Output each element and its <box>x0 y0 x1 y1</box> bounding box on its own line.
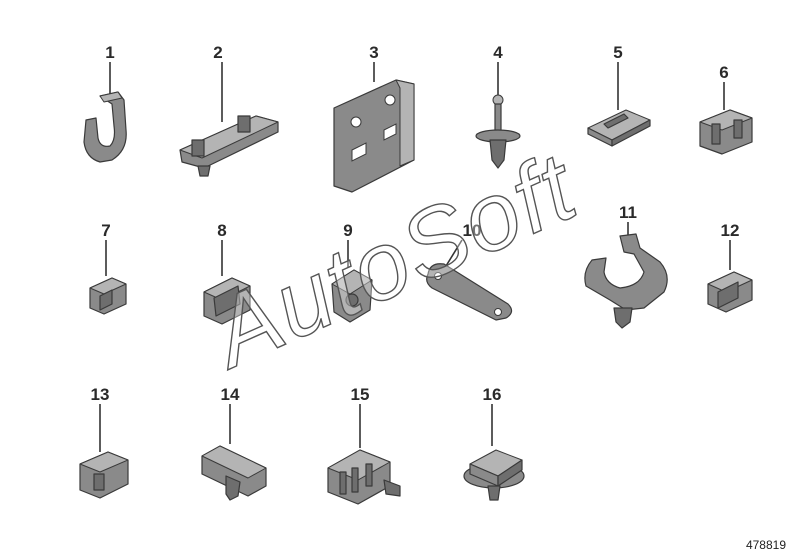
part-label-9: 9 <box>343 221 352 240</box>
part-label-4: 4 <box>493 43 503 62</box>
part-14-rail-clip: 14 <box>201 385 267 501</box>
document-id: 478819 <box>745 538 786 552</box>
part-15-ribbed-clip: 15 <box>327 385 401 505</box>
part-7-small-clip: 7 <box>89 221 127 315</box>
part-label-2: 2 <box>213 43 222 62</box>
part-4-push-pin: 4 <box>475 43 521 169</box>
part-9-clamp: 9 <box>331 221 373 323</box>
part-10-strap: 10 <box>426 221 513 321</box>
part-label-13: 13 <box>91 385 110 404</box>
part-13-base-clip: 13 <box>79 385 129 499</box>
part-5-flat-clip: 5 <box>587 43 651 147</box>
part-label-1: 1 <box>105 43 114 62</box>
part-label-12: 12 <box>721 221 740 240</box>
part-label-6: 6 <box>719 63 728 82</box>
part-label-5: 5 <box>613 43 622 62</box>
part-6-block-clip: 6 <box>699 63 753 155</box>
part-16-round-base-clip: 16 <box>463 385 525 501</box>
part-2-stud-plate: 2 <box>179 43 279 177</box>
part-label-10: 10 <box>463 221 482 240</box>
part-label-15: 15 <box>351 385 370 404</box>
part-label-3: 3 <box>369 43 378 62</box>
part-label-7: 7 <box>101 221 110 240</box>
part-3-bracket: 3 <box>333 43 415 193</box>
part-label-14: 14 <box>221 385 240 404</box>
part-12-small-clip: 12 <box>707 221 753 313</box>
part-label-8: 8 <box>217 221 226 240</box>
part-8-spring-clip: 8 <box>203 221 251 325</box>
part-1-clip: 1 <box>83 43 127 163</box>
part-11-large-clip: 11 <box>584 203 668 329</box>
part-label-11: 11 <box>619 203 637 222</box>
part-label-16: 16 <box>483 385 502 404</box>
